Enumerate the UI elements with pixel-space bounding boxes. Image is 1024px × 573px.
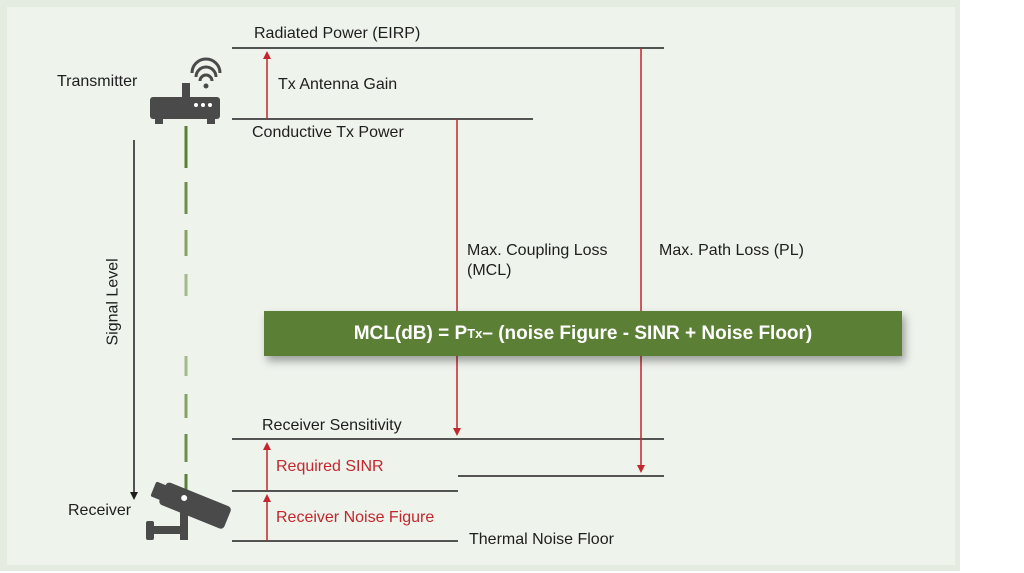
- signal-level-label: Signal Level: [104, 258, 122, 346]
- max-path-loss-label: Max. Path Loss (PL): [659, 242, 804, 259]
- formula-prefix: MCL(dB) = P: [353, 322, 468, 344]
- conductive-tx-power-label: Conductive Tx Power: [252, 124, 404, 141]
- formula-suffix: – (noise Figure - SINR + Noise Floor): [482, 322, 813, 344]
- required-sinr-label: Required SINR: [276, 458, 384, 475]
- formula-subscript: Tx: [467, 326, 483, 341]
- transmitter-label: Transmitter: [57, 73, 138, 90]
- mcl-label-line1: Max. Coupling Loss: [467, 242, 608, 259]
- router-icon: [150, 57, 222, 124]
- eirp-label: Radiated Power (EIRP): [254, 25, 421, 42]
- receiver-label: Receiver: [68, 502, 132, 519]
- receiver-noise-figure-label: Receiver Noise Figure: [276, 509, 435, 526]
- mcl-label-line2: (MCL): [467, 262, 512, 279]
- camera-icon: [146, 481, 231, 540]
- tx-antenna-gain-label: Tx Antenna Gain: [278, 76, 398, 93]
- thermal-noise-floor-label: Thermal Noise Floor: [469, 531, 614, 548]
- receiver-sensitivity-label: Receiver Sensitivity: [262, 417, 402, 434]
